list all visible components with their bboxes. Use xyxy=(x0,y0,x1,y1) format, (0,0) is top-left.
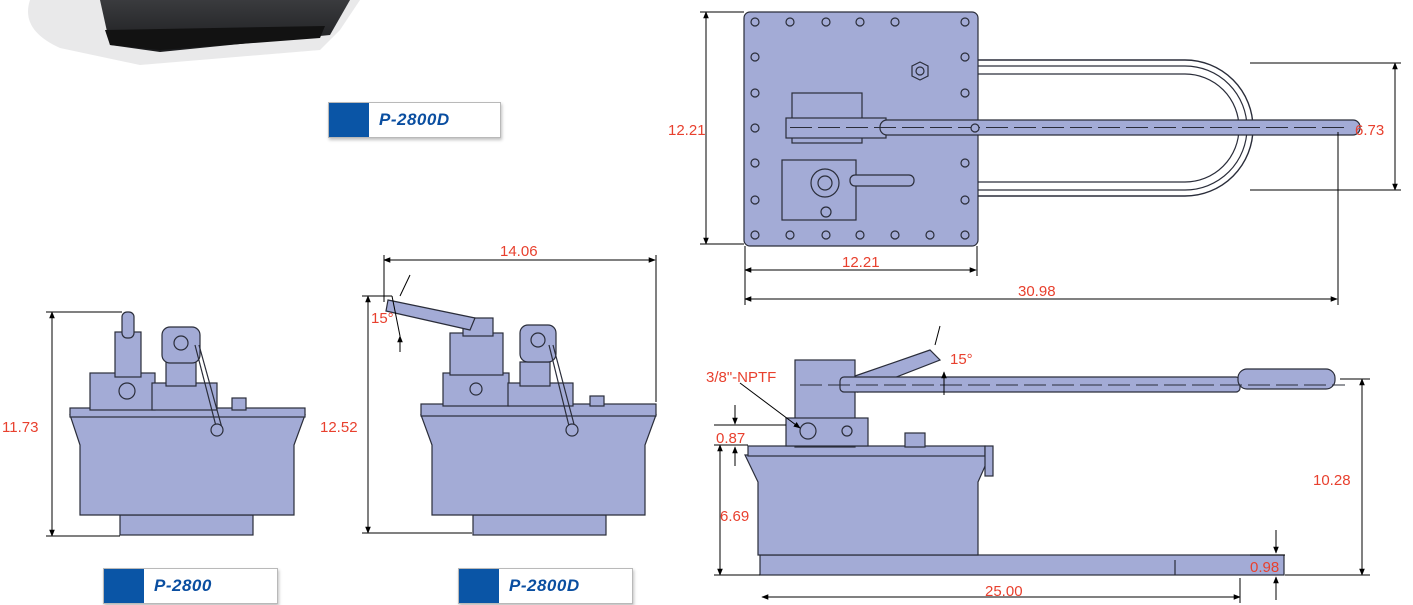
dim-mid-angle: 15° xyxy=(371,310,394,327)
dim-side-length: 25.00 xyxy=(985,583,1023,600)
dim-top-handle: 6.73 xyxy=(1355,122,1384,139)
model-label-top-text: P-2800D xyxy=(379,110,450,129)
model-label-p2800-text: P-2800 xyxy=(154,576,212,595)
dim-mid-height: 12.52 xyxy=(320,419,358,436)
product-photo-fragment xyxy=(28,0,360,65)
dim-side-valve: 0.87 xyxy=(716,430,745,447)
model-label-p2800d-text: P-2800D xyxy=(509,576,580,595)
front-view-p2800-dimension xyxy=(46,311,122,537)
dim-top-height: 12.21 xyxy=(668,122,706,139)
label-square-icon xyxy=(329,103,369,137)
dim-side-base: 0.98 xyxy=(1250,559,1279,576)
top-view-dimension-lines xyxy=(700,11,1401,305)
model-label-top: P-2800D xyxy=(328,102,501,138)
dim-left-height: 11.73 xyxy=(2,419,38,436)
dim-side-reservoir: 6.69 xyxy=(720,508,749,525)
dim-port: 3/8"-NPTF xyxy=(706,369,776,386)
model-label-p2800: P-2800 xyxy=(103,568,278,604)
side-view-dimension-lines xyxy=(714,325,1370,603)
dim-top-overall: 30.98 xyxy=(1018,283,1056,300)
model-label-p2800d: P-2800D xyxy=(458,568,633,604)
dim-top-width: 12.21 xyxy=(842,254,880,271)
label-square-icon xyxy=(104,569,144,603)
dim-side-handle-height: 10.28 xyxy=(1313,472,1351,489)
front-view-p2800d xyxy=(385,299,657,536)
front-view-p2800 xyxy=(69,311,306,536)
dim-mid-width: 14.06 xyxy=(500,243,538,260)
top-view-drawing xyxy=(743,11,1361,247)
front-view-p2800d-dimensions xyxy=(362,255,657,534)
side-view-drawing xyxy=(744,349,1345,576)
label-square-icon xyxy=(459,569,499,603)
dim-side-angle: 15° xyxy=(950,351,973,368)
